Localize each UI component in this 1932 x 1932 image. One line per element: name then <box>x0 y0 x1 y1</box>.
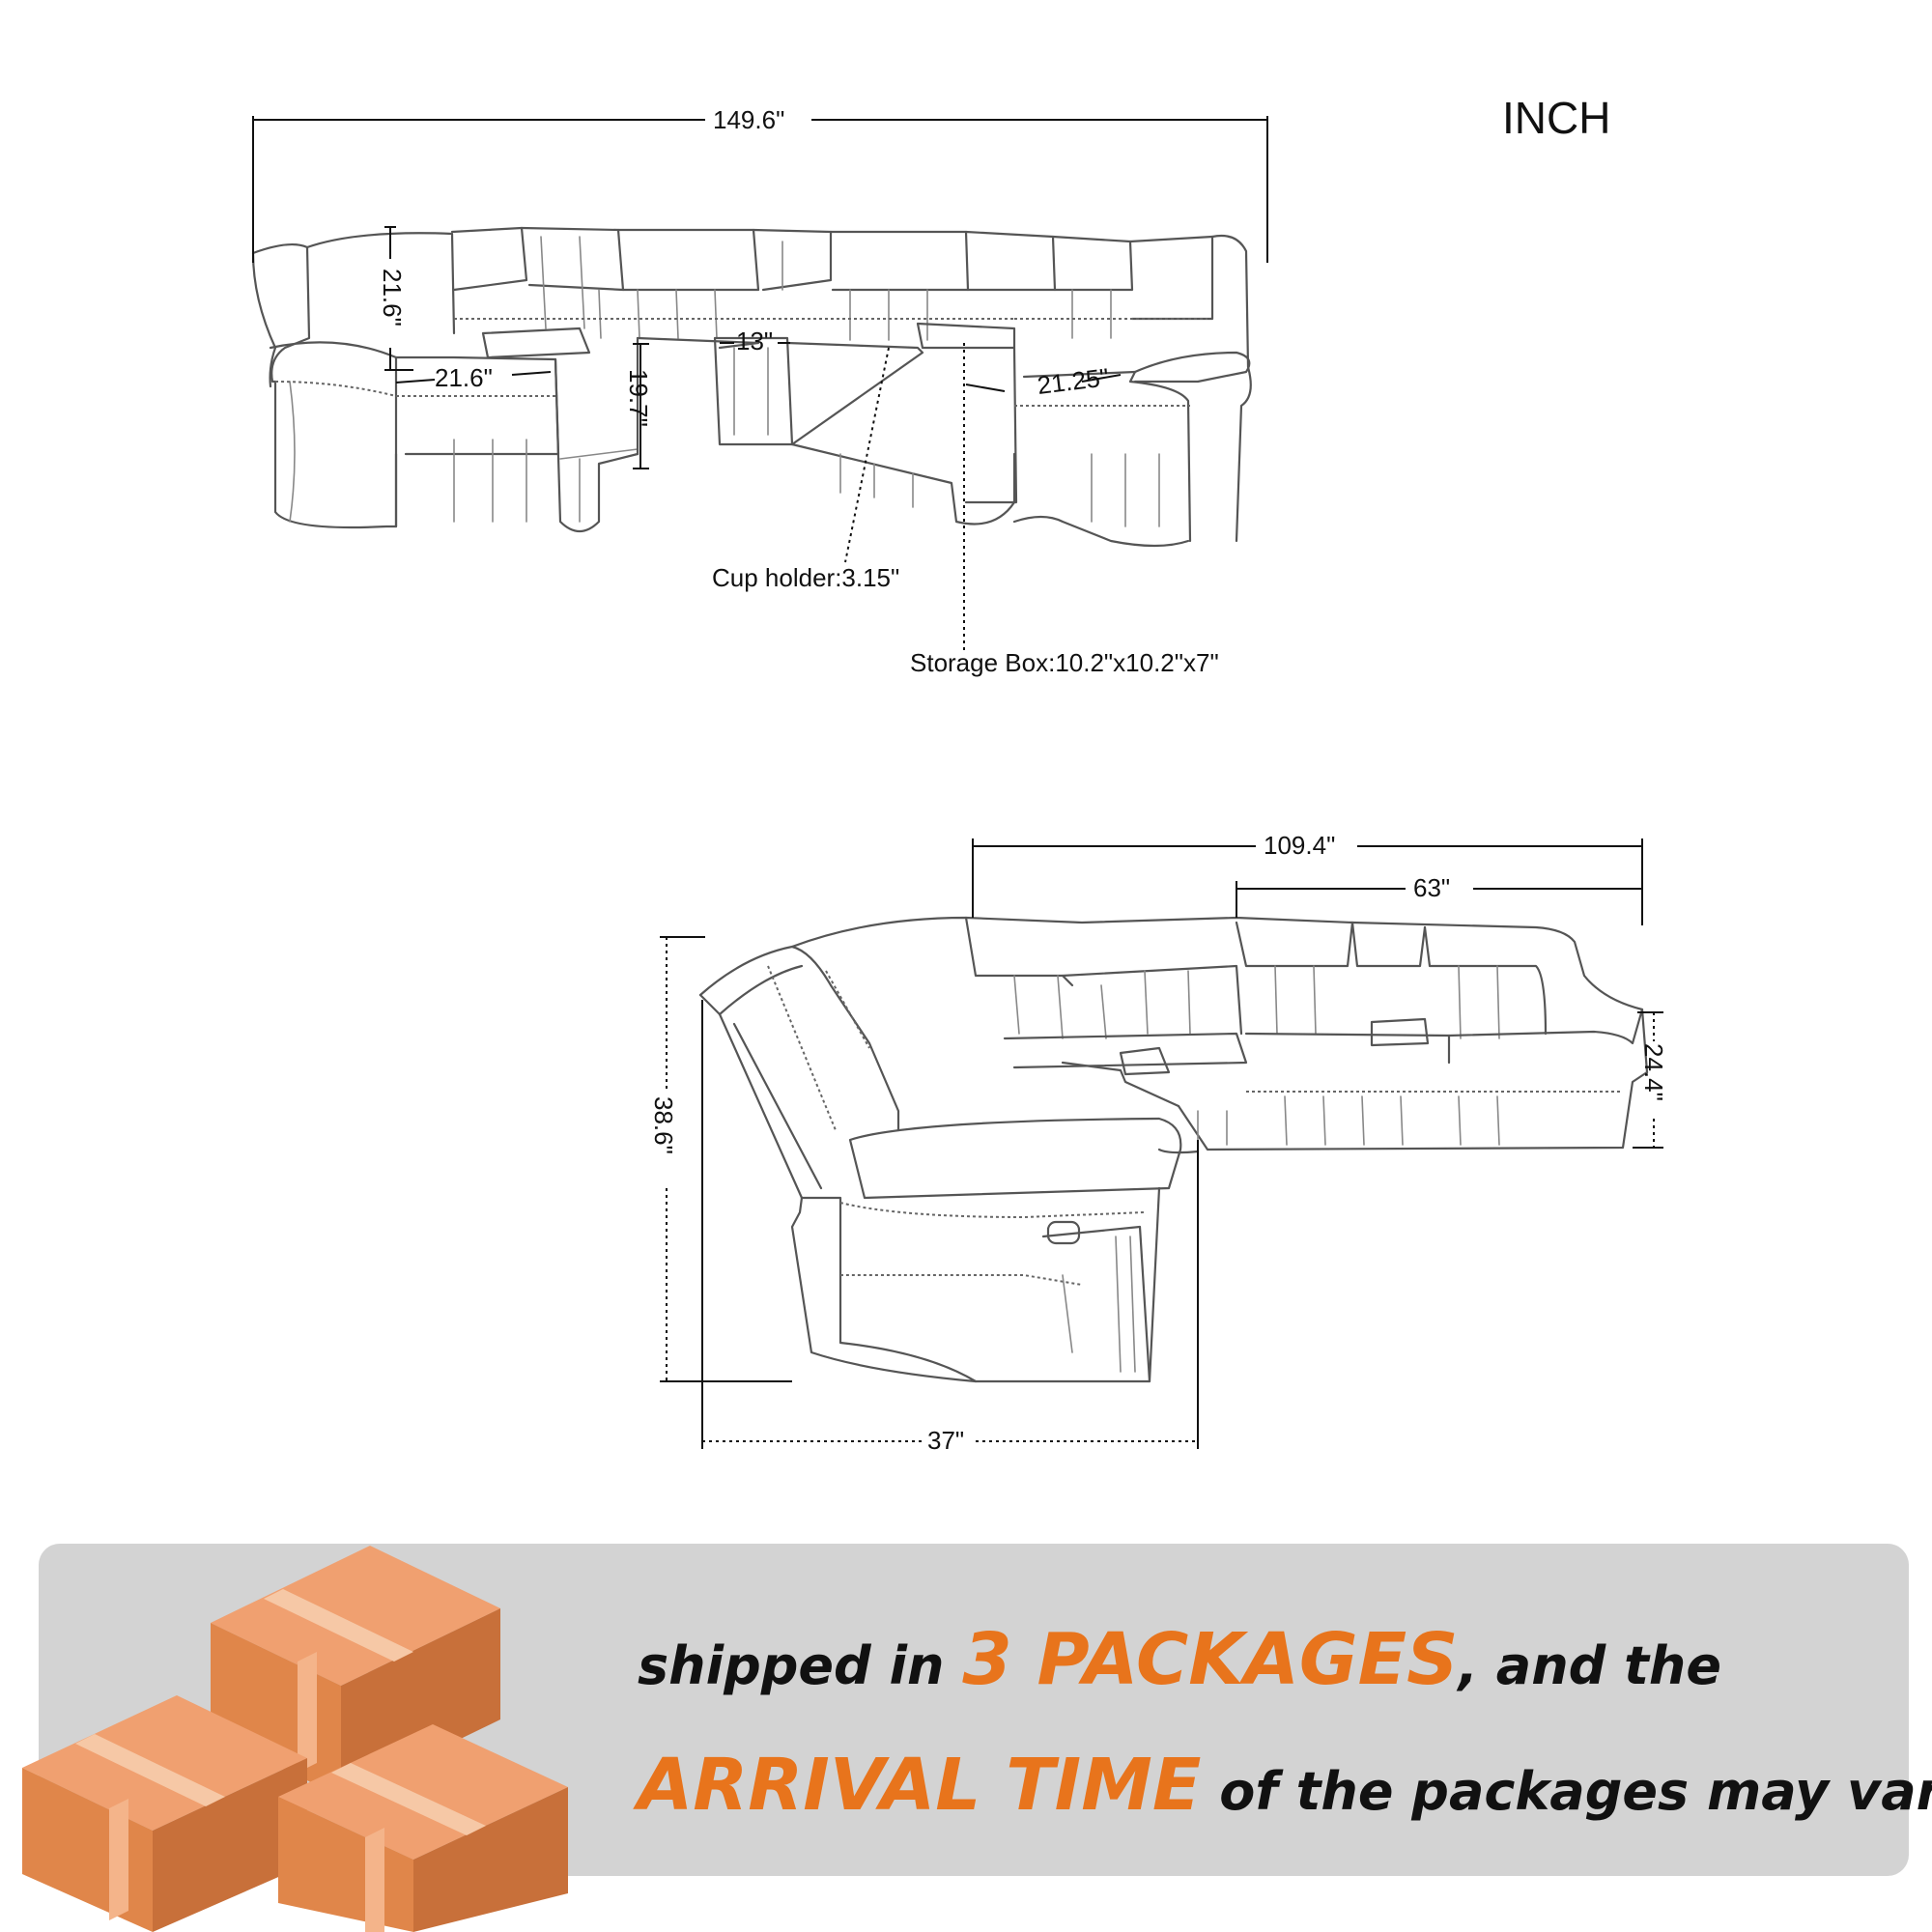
overall-width-label: 149.6" <box>713 105 784 134</box>
seat-width-label: 21.6" <box>435 363 493 392</box>
seat-height-label: 19.7" <box>624 369 653 427</box>
banner-text-may-vary: of the packages may vary. <box>1219 1761 1932 1822</box>
banner-text-and-the: , and the <box>1458 1635 1721 1696</box>
banner-line-1: shipped in 3 PACKAGES, and the <box>638 1618 1721 1701</box>
banner-highlight-arrival: ARRIVAL TIME <box>638 1744 1202 1827</box>
top-view-dimensions <box>252 116 1268 652</box>
side-view-dimensions <box>660 838 1663 1449</box>
unit-label: INCH <box>1502 93 1610 143</box>
section-length-label: 63" <box>1413 873 1450 902</box>
back-height-label: 21.6" <box>378 269 407 327</box>
cup-holder-label: Cup holder:3.15" <box>712 563 899 592</box>
sofa-side-view <box>698 916 1649 1383</box>
box-left <box>22 1695 307 1932</box>
seat-depth-label: 21.25" <box>1036 362 1110 400</box>
banner-highlight-packages: 3 PACKAGES <box>962 1618 1459 1701</box>
arm-height-label: 24.4" <box>1639 1043 1668 1101</box>
sofa-front-view <box>251 226 1252 548</box>
banner-line-2: ARRIVAL TIME of the packages may vary. <box>638 1744 1932 1827</box>
banner-text-shipped: shipped in <box>638 1635 945 1696</box>
storage-box-label: Storage Box:10.2"x10.2"x7" <box>910 648 1219 677</box>
console-width-label: 13" <box>736 327 773 355</box>
box-right <box>278 1724 568 1932</box>
overall-length-label: 109.4" <box>1264 831 1335 860</box>
total-height-label: 38.6" <box>649 1096 678 1154</box>
depth-label: 37" <box>927 1426 964 1455</box>
package-boxes-icon <box>22 1546 568 1932</box>
